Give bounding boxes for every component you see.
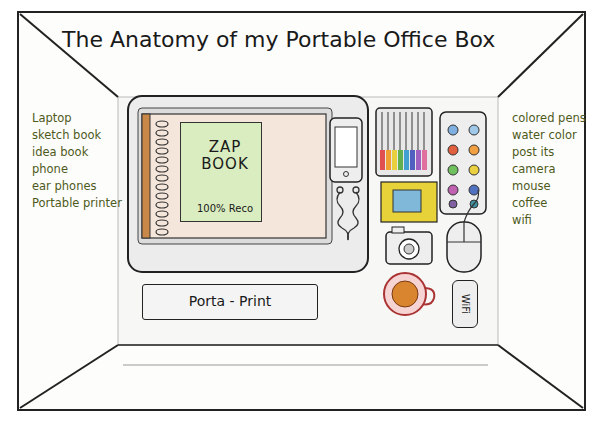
box-edge [498, 14, 583, 97]
box-frame [18, 12, 585, 410]
spiral-binding [156, 121, 168, 235]
item-label: mouse [512, 180, 551, 193]
laptop [128, 96, 368, 272]
item-label: water color [512, 129, 577, 142]
item-label: sketch book [32, 129, 101, 142]
item-label: idea book [32, 146, 88, 159]
box-edge [20, 14, 118, 97]
title: The Anatomy of my Portable Office Box [62, 28, 495, 52]
wifi-label: WiFi [460, 294, 471, 314]
box-edge [118, 344, 498, 346]
book-note: 100% Reco [197, 203, 253, 214]
item-label: post its [512, 146, 554, 159]
sketch-book-spine [142, 114, 150, 238]
back-wall [118, 97, 498, 345]
sketch-book [142, 114, 326, 238]
box-edge [498, 345, 583, 408]
item-label: wifi [512, 214, 532, 227]
item-label: colored pens [512, 112, 586, 125]
ear-phones [337, 187, 359, 240]
water-color [440, 112, 486, 214]
wifi-dongle: WiFi [452, 280, 478, 328]
printer-name: Porta - Print [189, 294, 272, 309]
item-label: Laptop [32, 112, 72, 125]
laptop-screen [138, 108, 332, 244]
phone [330, 118, 362, 182]
colored-pens [376, 108, 432, 176]
shelf-line [123, 365, 488, 366]
item-label: coffee [512, 197, 547, 210]
mouse [447, 190, 481, 272]
post-its [381, 182, 437, 222]
book-label: ZAP BOOK 100% Reco [180, 122, 262, 222]
printer-box: Porta - Print [142, 284, 318, 320]
item-label: phone [32, 163, 68, 176]
item-label: Portable printer [32, 197, 122, 210]
sketch-book-cover [142, 114, 326, 238]
coffee [384, 273, 434, 315]
camera [386, 227, 432, 264]
book-title: ZAP BOOK [195, 139, 255, 172]
box-edge [20, 345, 118, 408]
item-label: ear phones [32, 180, 97, 193]
item-label: camera [512, 163, 555, 176]
laptop-body [128, 96, 368, 272]
